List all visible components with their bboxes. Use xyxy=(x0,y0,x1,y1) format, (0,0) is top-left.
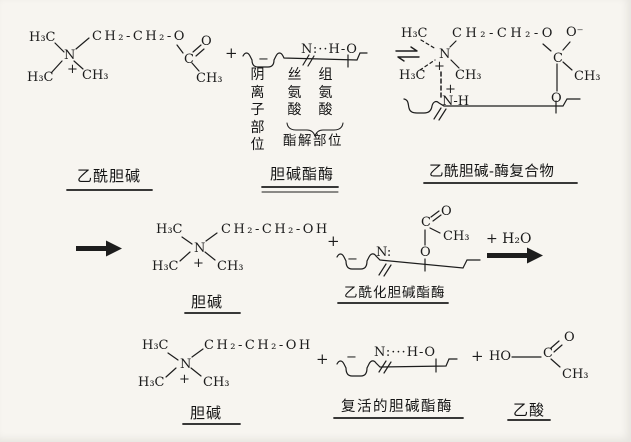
choline-label-row2: 胆碱 xyxy=(191,293,224,311)
ach-o-carbonyl: O xyxy=(201,34,212,49)
choline-bonds-row2 xyxy=(179,232,218,262)
acet-enzyme-ch3: CH₃ xyxy=(443,229,470,244)
cpx-nh: N-H xyxy=(442,94,470,109)
regenerated-enzyme-lines xyxy=(336,358,458,377)
ach-ch3-right: CH₃ xyxy=(82,68,109,83)
cho2-n-charge: + xyxy=(193,256,204,271)
ach-n: N xyxy=(64,48,76,63)
complex-enzyme-surface xyxy=(403,98,581,114)
regen-enzyme-charge: − xyxy=(346,350,357,365)
acet-enzyme-o-carbonyl: O xyxy=(441,204,452,219)
ach-h3c-bottom: H₃C xyxy=(27,70,54,85)
cpx-h3c-bottom: H₃C xyxy=(399,68,426,83)
plus-sign-2: + xyxy=(327,232,340,250)
acid-c: C xyxy=(543,346,553,361)
complex-label: 乙酰胆碱-酶复合物 xyxy=(429,164,555,180)
esteratic-site-label: 酯解部位 xyxy=(283,133,343,149)
cpx-c: C xyxy=(553,51,563,66)
cholinesterase-surface xyxy=(242,52,368,68)
cho3-ch3-right: CH₃ xyxy=(203,375,230,390)
cpx-n: N xyxy=(439,47,451,62)
acet-enzyme-o-ester: O xyxy=(420,245,431,260)
cho2-n: N xyxy=(194,241,206,256)
choline-bonds-row3 xyxy=(165,348,204,378)
anionic-site-column: 阴离子部位 xyxy=(250,67,265,153)
forward-arrow-icon xyxy=(76,240,122,257)
cho2-chain: CH₂-CH₂-OH xyxy=(221,222,330,237)
serine-column: 丝氨酸 xyxy=(287,67,302,118)
complex-attach-hatch xyxy=(433,107,447,121)
cholinesterase-label: 胆碱酯酶 xyxy=(270,165,335,183)
serine-attach-hatch xyxy=(302,54,310,66)
cho2-h3c-top: H₃C xyxy=(156,222,183,237)
regenerated-enzyme-label: 复活的胆碱酯酶 xyxy=(341,399,453,415)
acetic-acid-bonds xyxy=(511,340,563,368)
ach-ch3-acetyl: CH₃ xyxy=(196,71,223,86)
plus-sign-4: + xyxy=(471,347,484,365)
cpx-o-ester: O xyxy=(551,91,562,106)
cho3-h3c-top: H₃C xyxy=(142,338,169,353)
ach-c: C xyxy=(184,52,194,67)
ach-h3c-top: H₃C xyxy=(29,30,56,45)
acid-ho: HO xyxy=(489,349,511,364)
plus-sign-1: + xyxy=(225,44,238,62)
acetylcholine-label: 乙酰胆碱 xyxy=(77,167,142,185)
acid-o-carbonyl: O xyxy=(564,330,575,345)
acet-enzyme-n: N: xyxy=(376,245,392,260)
acetic-acid-label: 乙酸 xyxy=(513,401,546,419)
ach-n-charge: + xyxy=(67,62,78,77)
cpx-h3c-top: H₃C xyxy=(401,26,428,41)
esteratic-brace xyxy=(286,122,344,138)
acet-enzyme-charge: − xyxy=(347,252,358,267)
acetylcholine-bonds xyxy=(51,37,205,73)
cpx-ch3-acetyl: CH₃ xyxy=(574,69,601,84)
cho2-ch3-right: CH₃ xyxy=(217,259,244,274)
anionic-site-charge: − xyxy=(258,52,269,67)
acid-ch3: CH₃ xyxy=(562,367,589,382)
regen-enzyme-active-site: N:···H-O xyxy=(374,345,437,360)
cho3-n: N xyxy=(180,357,192,372)
ach-chain: CH₂-CH₂-O xyxy=(92,29,187,44)
cpx-chain: CH₂-CH₂-O xyxy=(452,26,556,41)
label-underlines xyxy=(66,182,578,425)
equilibrium-arrow-icon xyxy=(395,46,420,62)
cho2-h3c-bottom: H₃C xyxy=(152,259,179,274)
acetylated-enzyme-lines xyxy=(336,210,481,277)
choline-label-row3: 胆碱 xyxy=(190,404,223,422)
cho3-h3c-bottom: H₃C xyxy=(138,375,165,390)
cpx-n-charge: + xyxy=(434,59,445,74)
cpx-ch3-right: CH₃ xyxy=(455,68,482,83)
plus-sign-3: + xyxy=(316,350,329,368)
plus-h2o: + H₂O xyxy=(486,231,532,247)
acet-enzyme-c: C xyxy=(421,215,431,230)
complex-bonds xyxy=(419,39,573,114)
histidine-column: 组氨酸 xyxy=(318,67,333,118)
cho3-chain: CH₂-CH₂-OH xyxy=(204,338,313,353)
hydrolysis-arrow-icon xyxy=(487,247,543,264)
cpx-nh-charge: + xyxy=(445,82,456,97)
acetylated-enzyme-label: 乙酰化胆碱酯酶 xyxy=(344,285,446,301)
cpx-o-minus: O⁻ xyxy=(566,25,584,40)
enzyme-active-site: N:··H-O xyxy=(301,42,358,57)
cho3-n-charge: + xyxy=(179,372,190,387)
